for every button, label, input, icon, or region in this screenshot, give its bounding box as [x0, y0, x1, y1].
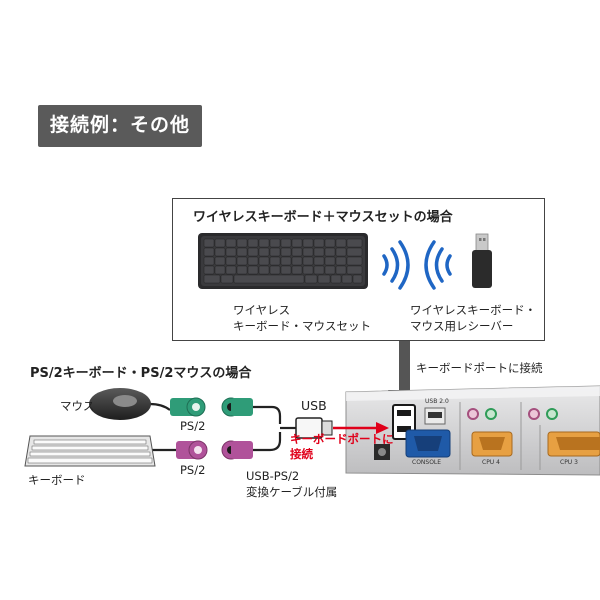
kvm-switch-illustration	[345, 385, 600, 476]
title-badge	[38, 105, 202, 147]
wireless-heading: ワイヤレスキーボード＋マウスセットの場合	[193, 210, 453, 225]
wireless-signal-icon	[382, 240, 452, 290]
wireless-keyboard-illustration	[198, 233, 368, 289]
cpu4-text: CPU 4	[482, 459, 500, 466]
ps2-label-bottom: PS/2	[180, 463, 206, 477]
receiver-label-2: マウス用レシーバー	[410, 319, 514, 333]
ps2-mouse-connectors	[170, 397, 253, 417]
mouse-label: マウス	[60, 399, 95, 413]
wireless-keyboard-label-1: ワイヤレス	[233, 303, 291, 317]
keyboard-label: キーボード	[28, 473, 86, 487]
usb-plug-illustration	[295, 417, 333, 439]
usb-label: USB	[301, 398, 327, 413]
mouse-illustration	[89, 388, 151, 420]
usb-receiver-illustration	[472, 233, 492, 288]
cables	[149, 402, 296, 452]
ps2-keyboard-illustration	[24, 435, 156, 467]
kvm-port-label: キーボードポートに接続	[416, 361, 543, 375]
ps2-heading: PS/2キーボード・PS/2マウスの場合	[30, 366, 252, 381]
receiver-label-1: ワイヤレスキーボード・	[410, 303, 537, 317]
red-label-2: 接続	[290, 447, 313, 461]
cable-label-1: USB-PS/2	[246, 469, 300, 483]
cable-label-2: 変換ケーブル付属	[246, 485, 338, 499]
red-label-1: キーボードポートに	[290, 432, 394, 446]
ps2-keyboard-connectors	[176, 440, 253, 460]
red-arrow-icon	[333, 422, 389, 434]
page-title: 接続例：その他	[50, 114, 191, 136]
usb2-port-text: USB 2.0	[425, 398, 449, 405]
console-text: CONSOLE	[412, 459, 442, 466]
wireless-keyboard-label-2: キーボード・マウスセット	[233, 319, 371, 333]
ps2-label-top: PS/2	[180, 419, 206, 433]
cpu3-text: CPU 3	[560, 459, 578, 466]
